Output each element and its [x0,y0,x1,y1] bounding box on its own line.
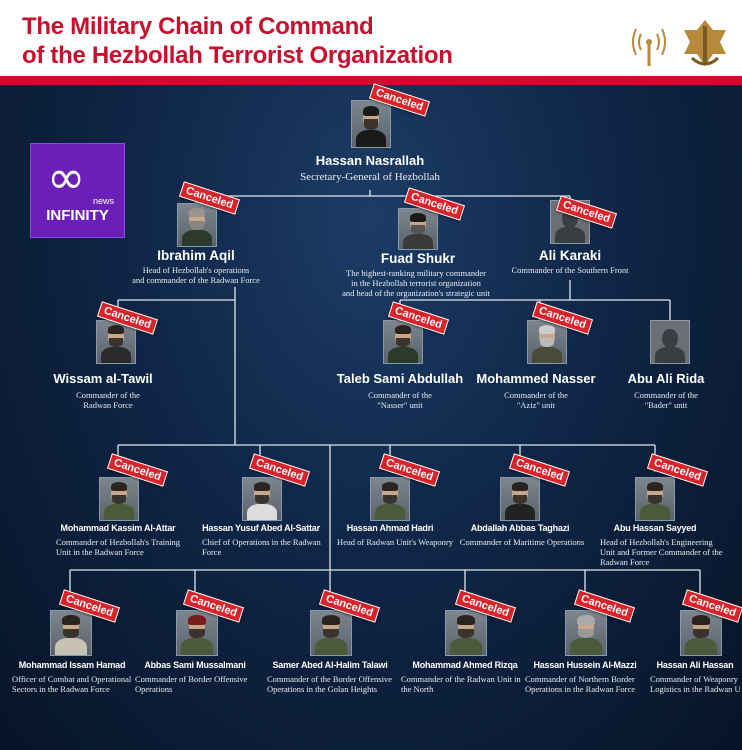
page-title-line2: of the Hezbollah Terrorist Organization [22,42,453,69]
person-photo-taghazi [500,477,540,521]
page-title-line1: The Military Chain of Command [22,13,374,40]
person-role-nasser: Commander of the"Aziz" unit [504,390,568,410]
infinity-news-watermark: ∞ news INFINITY [30,143,125,238]
person-photo-attar [99,477,139,521]
person-name-mussalmani: Abbas Sami Mussalmani [144,660,246,670]
person-photo-nasrallah [351,100,391,148]
person-name-talawi: Samer Abed Al-Halim Talawi [272,660,388,670]
person-photo-shukr [398,208,438,250]
person-name-hadri: Hassan Ahmad Hadri [346,523,434,533]
person-name-sattar: Hassan Yusuf Abed Al-Sattar [202,523,320,533]
person-name-aqil: Ibrahim Aqil [157,248,235,263]
person-role-karaki: Commander of the Southern Front [511,265,629,275]
person-role-taleb: Commander of the"Nasser" unit [368,390,432,410]
person-photo-alihassan [680,610,722,656]
person-photo-mazzi [565,610,607,656]
person-name-sayyed: Abu Hassan Sayyed [613,523,697,533]
person-photo-talawi [310,610,352,656]
person-photo-hadri [370,477,410,521]
infinity-logo-icon: ∞ [47,150,86,204]
person-photo-mussalmani [176,610,218,656]
person-photo-rida [650,320,690,364]
header: The Military Chain of Command of the Hez… [0,0,742,76]
person-name-taghazi: Abdallah Abbas Taghazi [470,523,570,533]
person-name-shukr: Fuad Shukr [380,251,456,266]
person-name-rida: Abu Ali Rida [627,371,705,386]
person-name-nasrallah: Hassan Nasrallah [315,153,425,168]
watermark-name: INFINITY [46,207,109,224]
person-role-nasrallah: Secretary-General of Hezbollah [300,171,440,183]
person-photo-rizqa [445,610,487,656]
person-photo-sayyed [635,477,675,521]
person-name-alihassan: Hassan Ali Hassan [656,660,734,670]
person-photo-sattar [242,477,282,521]
person-name-karaki: Ali Karaki [538,248,602,263]
intelligence-logo-icon [632,28,666,66]
person-role-hadri: Head of Radwan Unit's Weaponry [337,537,453,547]
idf-emblem-icon [684,20,726,66]
person-name-tawil: Wissam al-Tawil [53,371,153,386]
person-role-taghazi: Commander of Maritime Operations [459,537,585,547]
person-name-mazzi: Hassan Hussein Al-Mazzi [533,660,637,670]
person-role-alihassan: Commander of Weaponry andLogistics in th… [650,674,740,694]
person-photo-hamad [50,610,92,656]
person-name-hamad: Mohammad Issam Hamad [18,660,126,670]
header-divider [0,76,742,85]
person-photo-nasser [527,320,567,364]
person-name-taleb: Taleb Sami Abdullah [336,371,464,386]
person-name-rizqa: Mohammad Ahmed Rizqa [412,660,518,670]
person-name-nasser: Mohammed Nasser [476,371,596,386]
watermark-sub: news [93,196,115,206]
person-photo-aqil [177,203,217,247]
person-photo-taleb [383,320,423,364]
person-role-rida: Commander of the"Bader" unit [634,390,698,410]
person-name-attar: Mohammad Kassim Al-Attar [60,523,176,533]
